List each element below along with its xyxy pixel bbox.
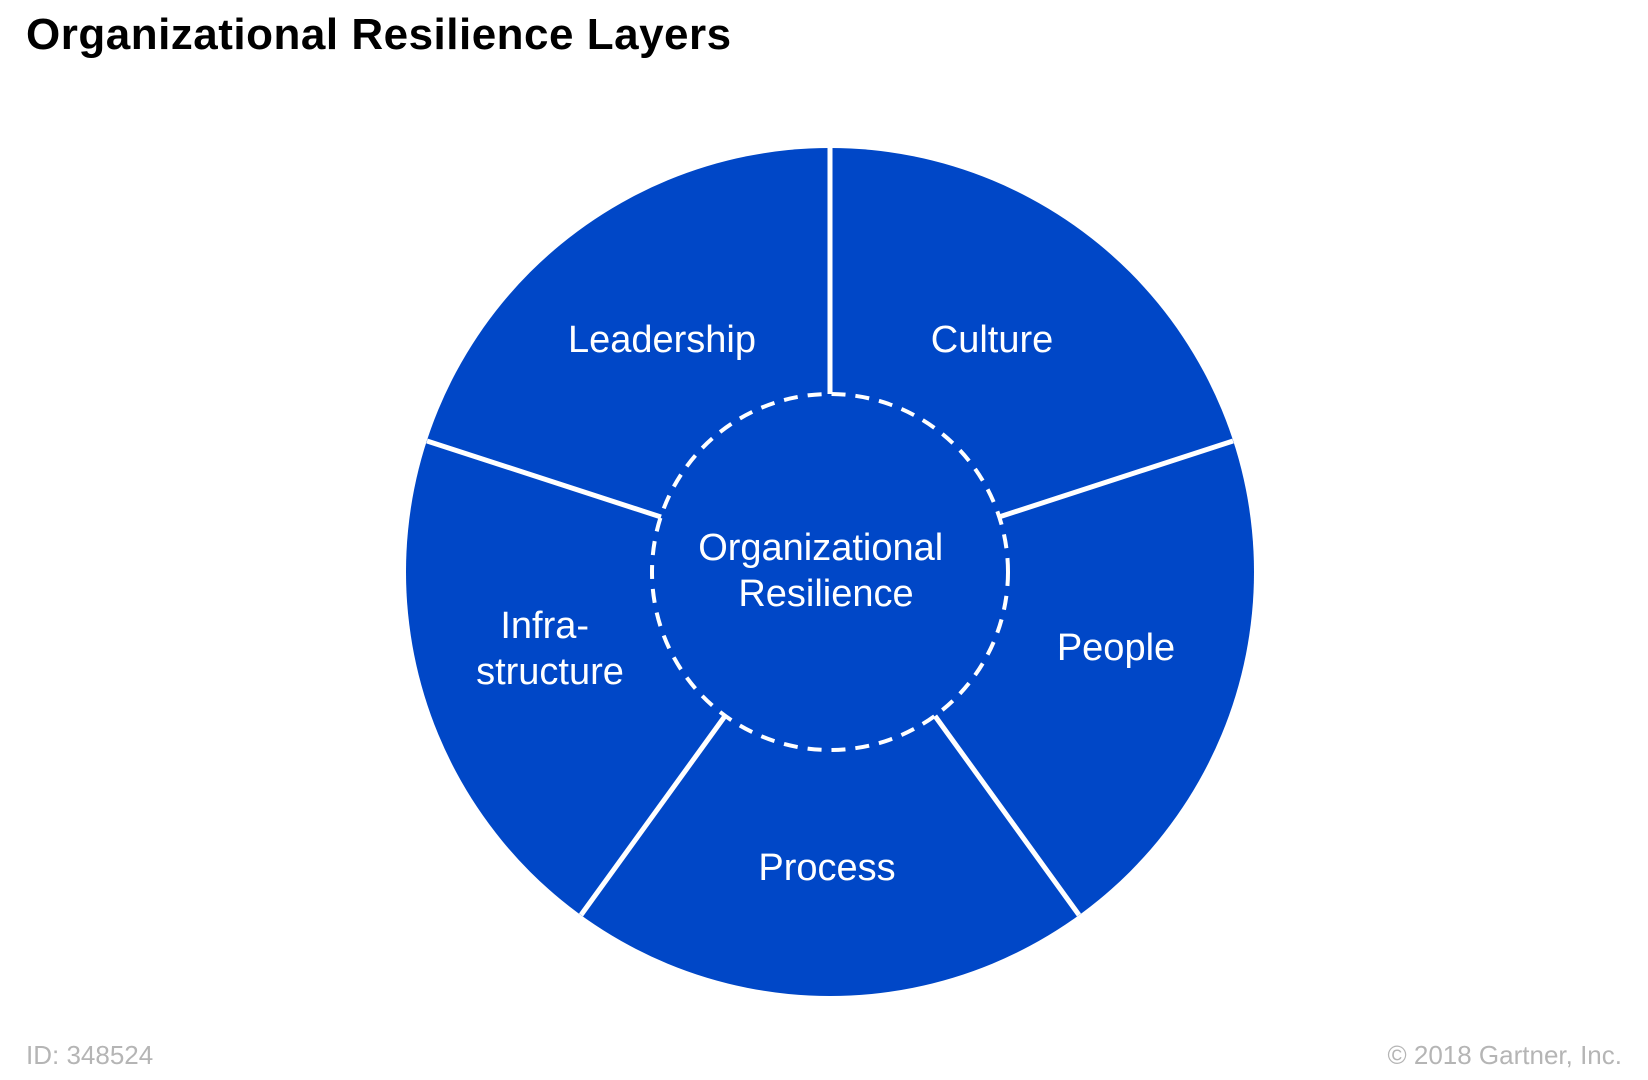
segment-label-line: Leadership xyxy=(568,319,756,361)
segment-label-line: structure xyxy=(476,651,624,693)
segment-label-line: Culture xyxy=(931,319,1054,361)
segment-label-infrastructure: Infra- structure xyxy=(476,605,624,693)
segment-label-line: Infra- xyxy=(500,605,589,647)
segment-label-leadership: Leadership xyxy=(568,319,756,361)
diagram-id: ID: 348524 xyxy=(26,1040,154,1070)
segment-label-people: People xyxy=(1057,627,1175,669)
segment-label-culture: Culture xyxy=(931,319,1054,361)
copyright-notice: © 2018 Gartner, Inc. xyxy=(1387,1040,1622,1070)
center-label: Organizational Resilience xyxy=(698,527,954,615)
segment-label-line: People xyxy=(1057,627,1175,669)
segment-label-line: Process xyxy=(758,847,895,889)
divider-people-process xyxy=(932,714,1082,917)
core-boundary xyxy=(650,392,1010,752)
center-label-line: Resilience xyxy=(738,573,913,615)
center-label-line: Organizational xyxy=(698,527,943,569)
divider-infrastructure-leadership xyxy=(426,438,662,520)
segment-label-process: Process xyxy=(758,847,895,889)
wheel-disc xyxy=(406,148,1254,996)
diagram-title: Organizational Resilience Layers xyxy=(26,10,732,59)
divider-process-infrastructure xyxy=(578,714,728,917)
divider-culture-people xyxy=(998,438,1234,520)
resilience-wheel: Leadership Culture People Process Infra-… xyxy=(406,148,1254,996)
